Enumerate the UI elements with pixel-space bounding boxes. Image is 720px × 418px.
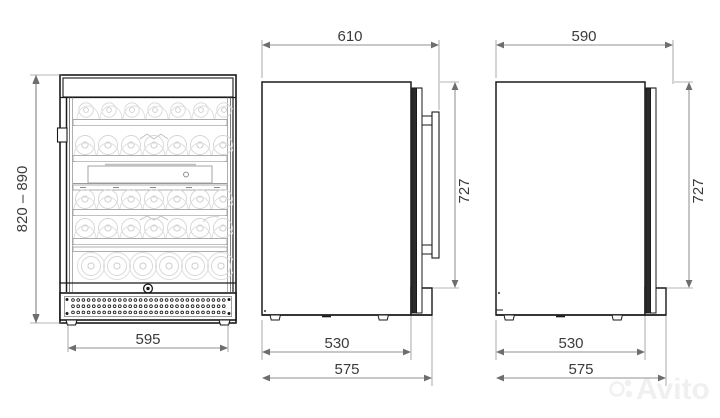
dim-label-side2-inner: 530 (558, 335, 583, 352)
front-control-drawer (73, 165, 227, 184)
dim-front-width: 595 (67, 324, 229, 352)
avito-watermark: Avito (609, 373, 710, 406)
front-view: 820 – 890 595 (14, 74, 237, 352)
front-hinge-block (56, 127, 68, 143)
dim-side2-total-depth: 575 (496, 316, 667, 386)
dim-label-side2-outer: 575 (568, 361, 593, 378)
dim-label-front-width: 595 (135, 331, 160, 348)
front-ventilation-grille (59, 292, 237, 321)
dim-label-side1-outer: 575 (334, 361, 359, 378)
dim-label-height-range: 820 – 890 (14, 166, 31, 233)
dim-side2-depth: 590 (495, 28, 674, 84)
front-cabinet-outline (59, 74, 237, 324)
side2-foot-right (611, 314, 624, 321)
front-foot-right (218, 319, 231, 326)
side1-cabinet-outline (261, 81, 412, 316)
shelf-row-4 (72, 215, 233, 245)
side1-corner-mark (263, 309, 267, 313)
side-view-with-handle: 610 727 530 (261, 28, 473, 386)
side2-corner-mark (497, 291, 501, 295)
side1-door-panel (411, 87, 423, 314)
dim-front-height: 820 – 890 (14, 74, 62, 324)
shelf-row-3 (72, 184, 233, 216)
dim-side1-height: 727 (433, 81, 473, 289)
dim-side2-height: 727 (667, 81, 707, 289)
side1-door-handle (421, 111, 440, 259)
dim-side1-body-depth: 530 (261, 316, 412, 360)
side2-cabinet-outline (495, 81, 646, 316)
front-top-trim (62, 77, 234, 98)
side2-foot-left (503, 314, 516, 321)
dim-side1-depth-open: 610 (261, 28, 440, 110)
dim-side1-total-depth: 575 (262, 316, 433, 386)
dim-label-side1-top: 610 (337, 28, 362, 45)
dim-label-side1-height: 727 (456, 178, 473, 203)
dim-label-side2-height: 727 (690, 178, 707, 203)
front-interior (72, 102, 233, 280)
dim-label-side2-top: 590 (571, 28, 596, 45)
watermark-text: Avito (636, 373, 710, 406)
side1-foot-left (269, 314, 282, 321)
shelf-row-1 (72, 102, 233, 126)
side1-foot-right (377, 314, 390, 321)
dim-label-side1-inner: 530 (324, 335, 349, 352)
front-foot-left (65, 319, 78, 326)
shelf-row-2 (72, 133, 233, 166)
shelf-row-5 (72, 246, 233, 280)
side-view-no-handle: 590 727 530 (495, 28, 707, 386)
dim-side2-body-depth: 530 (495, 316, 646, 360)
side2-door-panel (645, 87, 657, 314)
front-lock-icon (142, 283, 154, 294)
